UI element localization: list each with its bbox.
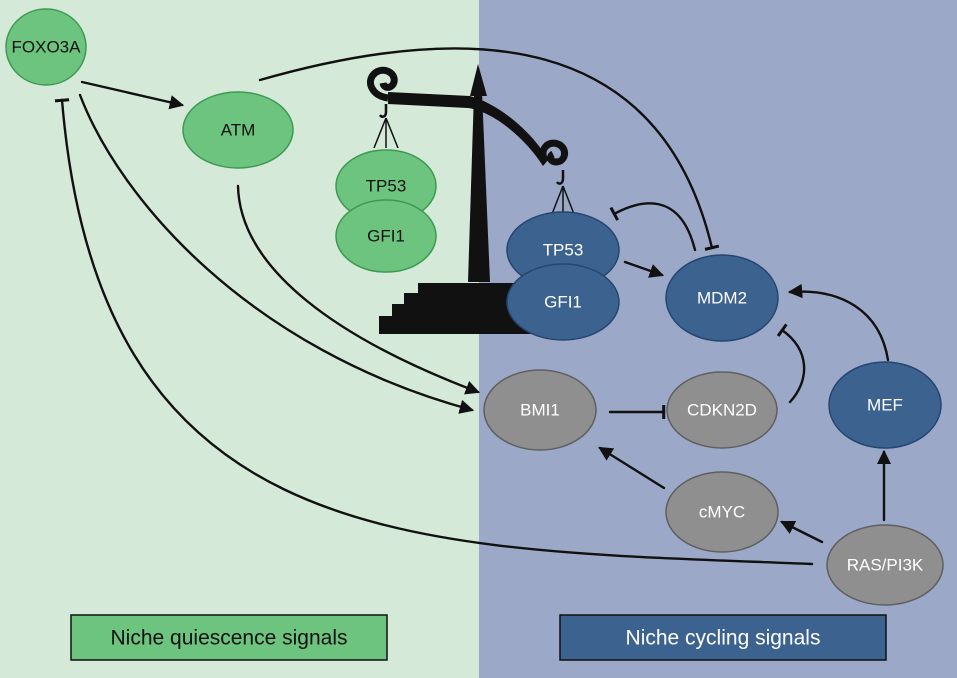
node-label-mdm2: MDM2 <box>697 289 747 308</box>
node-bmi1: BMI1 <box>483 369 597 451</box>
node-mdm2: MDM2 <box>665 254 779 342</box>
nodes: FOXO3A ATM TP53 GFI1 TP53 GFI1 MDM2 MEF <box>5 8 944 606</box>
node-label-cdkn2d: CDKN2D <box>687 401 757 420</box>
legend-cycling: Niche cycling signals <box>559 614 887 661</box>
node-cdkn2d: CDKN2D <box>666 371 778 449</box>
edge-atm-bmi1 <box>236 184 481 395</box>
node-mef: MEF <box>828 361 942 449</box>
node-gfi1-left: GFI1 <box>335 199 437 273</box>
edge-tp53-mdm2 <box>623 260 665 278</box>
node-atm: ATM <box>182 91 294 169</box>
legend-quiescence: Niche quiescence signals <box>70 614 388 661</box>
node-label-tp53-right: TP53 <box>543 241 584 260</box>
node-label-bmi1: BMI1 <box>520 401 560 420</box>
edges <box>54 47 892 566</box>
node-label-ras-pi3k: RAS/PI3K <box>847 556 924 575</box>
node-label-cmyc: cMYC <box>699 503 745 522</box>
node-label-gfi1-left: GFI1 <box>367 227 405 246</box>
node-cmyc: cMYC <box>665 471 779 553</box>
edge-ras-cmyc <box>780 520 824 544</box>
edge-foxo3a-bmi1 <box>78 93 475 414</box>
edge-atm-mdm2-inhibit <box>258 47 720 251</box>
edge-mdm2-tp53-inhibit <box>609 202 697 252</box>
node-label-mef: MEF <box>867 396 903 415</box>
node-foxo3a: FOXO3A <box>5 8 87 86</box>
edge-mef-mdm2 <box>787 283 890 362</box>
node-label-atm: ATM <box>221 121 256 140</box>
edge-ras-foxo3a-inhibit <box>54 98 814 566</box>
node-gfi1-right: GFI1 <box>506 263 620 341</box>
legend-label-cycling: Niche cycling signals <box>626 627 821 650</box>
edge-foxo3a-atm <box>80 80 185 110</box>
edge-cmyc-bmi1 <box>598 446 666 490</box>
node-label-gfi1-right: GFI1 <box>544 293 582 312</box>
node-label-tp53-left: TP53 <box>366 177 407 196</box>
edge-cdkn2d-mdm2-inhibit <box>776 323 806 404</box>
legend-label-quiescence: Niche quiescence signals <box>111 627 348 650</box>
node-ras-pi3k: RAS/PI3K <box>826 524 944 606</box>
node-label-foxo3a: FOXO3A <box>12 38 82 57</box>
